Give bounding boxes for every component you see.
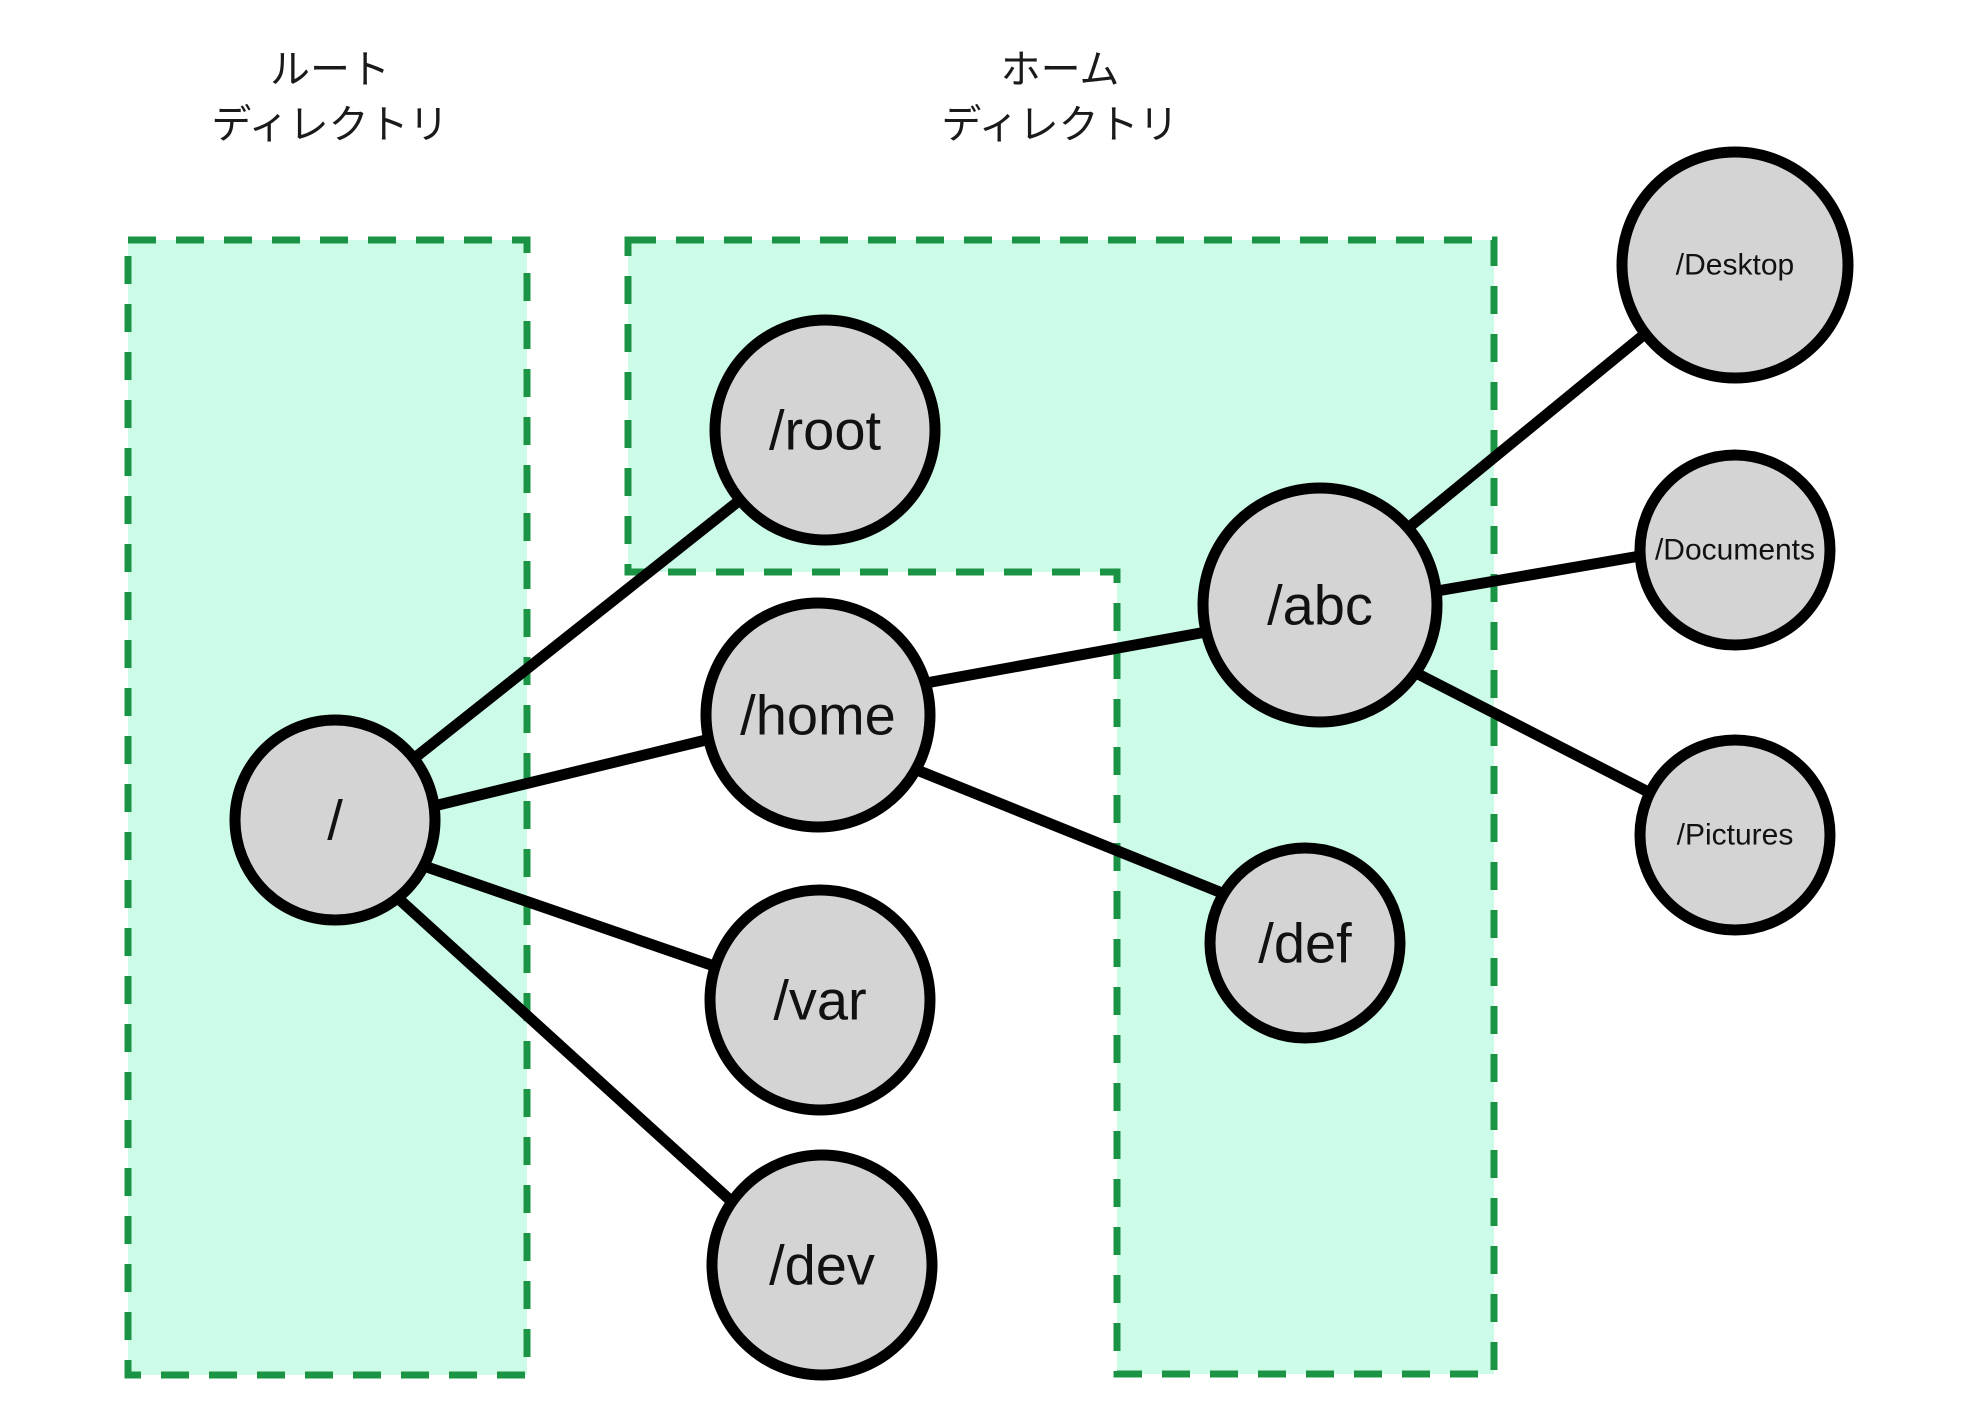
edge-abc-to-pictures [1412,668,1662,802]
node-slash-label: / [327,789,343,852]
caption-root-directory-line1: ルート [270,48,390,92]
node-home[interactable]: /home [700,597,936,833]
node-abc-circle[interactable] [1197,482,1443,728]
edge-home-to-abc [920,626,1212,689]
nodes-layer: / /root /home /var /dev /abc [229,146,1854,1381]
node-slash-circle[interactable] [229,714,441,926]
node-dev[interactable]: /dev [706,1149,938,1381]
node-documents-circle[interactable] [1634,449,1836,651]
node-root-label: /root [769,399,881,462]
node-var-circle[interactable] [704,884,936,1116]
node-desktop-label: /Desktop [1676,249,1794,282]
node-documents[interactable]: /Documents [1634,449,1836,651]
node-def-label: /def [1258,912,1352,975]
edges-layer [394,327,1662,1206]
edge-slash-to-root [406,494,746,766]
caption-home-directory-line1: ホーム [1001,48,1120,92]
node-abc-label: /abc [1267,574,1373,637]
node-def-circle[interactable] [1204,842,1406,1044]
node-desktop[interactable]: /Desktop [1616,146,1854,384]
edge-slash-to-var [418,860,720,972]
edge-slash-to-home [428,734,712,812]
node-dev-label: /dev [769,1234,875,1297]
edge-abc-to-documents [1431,550,1646,597]
node-abc[interactable]: /abc [1197,482,1443,728]
node-pictures-circle[interactable] [1634,734,1836,936]
node-slash[interactable]: / [229,714,441,926]
node-root[interactable]: /root [709,314,941,546]
node-var[interactable]: /var [704,884,936,1116]
node-dev-circle[interactable] [706,1149,938,1381]
node-pictures[interactable]: /Pictures [1634,734,1836,936]
node-home-label: /home [740,684,896,747]
node-root-circle[interactable] [709,314,941,546]
node-home-circle[interactable] [700,597,936,833]
caption-home-directory-line2: ディレクトリ [941,103,1178,147]
edge-home-to-def [906,762,1228,899]
node-def[interactable]: /def [1204,842,1406,1044]
group-captions-layer: ルート ディレクトリ ホーム ディレクトリ [211,48,1178,147]
caption-root-directory-line2: ディレクトリ [211,103,448,147]
node-documents-label: /Documents [1655,534,1815,567]
edge-abc-to-desktop [1402,327,1652,534]
node-var-label: /var [773,969,866,1032]
edge-slash-to-dev [394,894,736,1206]
node-desktop-circle[interactable] [1616,146,1854,384]
node-pictures-label: /Pictures [1677,819,1794,852]
